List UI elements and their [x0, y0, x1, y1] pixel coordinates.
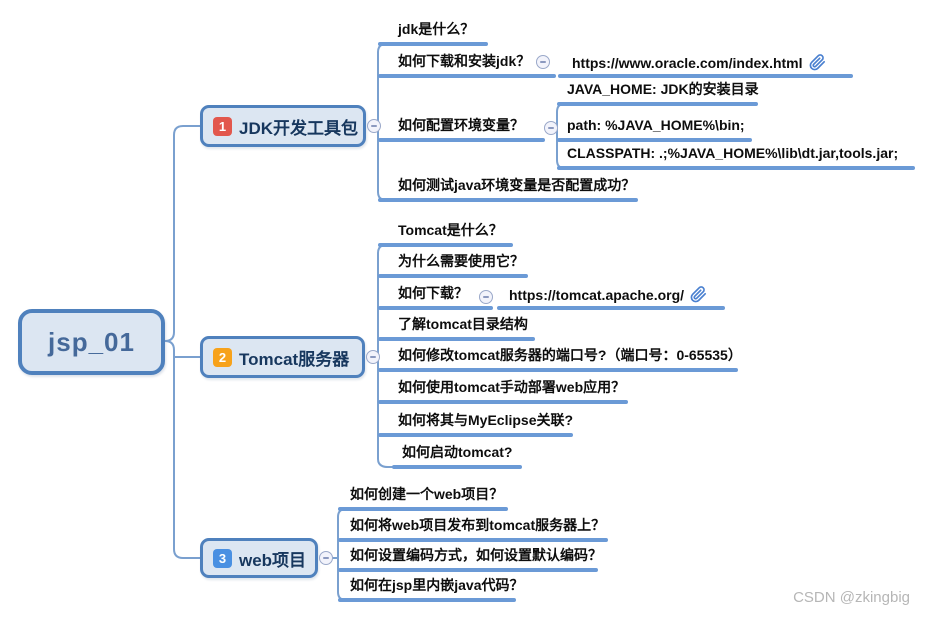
subtopic-tomcat-what[interactable]: Tomcat是什么？ — [378, 217, 513, 247]
root-topic[interactable]: jsp_01 — [18, 309, 165, 375]
subtopic-tomcat-dirs[interactable]: 了解tomcat目录结构 — [378, 311, 535, 341]
subtopic-tomcat-port[interactable]: 如何修改tomcat服务器的端口号?（端口号：0-65535） — [378, 342, 742, 372]
subtopic-web-publish[interactable]: 如何将web项目发布到tomcat服务器上？ — [338, 512, 608, 542]
collapse-icon[interactable] — [536, 55, 550, 69]
subtopic-jdk-install[interactable]: 如何下载和安装jdk？ — [378, 48, 556, 78]
subtopic-label: 为什么需要使用它？ — [398, 253, 524, 269]
subtopic-label: 如何使用tomcat手动部署web应用？ — [398, 379, 626, 395]
subtopic-label: 了解tomcat目录结构 — [398, 316, 528, 332]
collapse-icon[interactable] — [544, 121, 558, 135]
subtopic-tomcat-download[interactable]: 如何下载？ — [378, 280, 493, 310]
subtopic-tomcat-deploy[interactable]: 如何使用tomcat手动部署web应用？ — [378, 374, 628, 404]
collapse-icon[interactable] — [367, 119, 381, 133]
subtopic-label: 如何下载和安装jdk？ — [398, 53, 531, 69]
branch-webproject-label: web项目 — [239, 550, 307, 570]
subtopic-label: 如何修改tomcat服务器的端口号?（端口号：0-65535） — [398, 347, 742, 363]
branch-jdk-label: JDK开发工具包 — [239, 118, 359, 138]
subtopic-label: JAVA_HOME: JDK的安装目录 — [567, 81, 759, 97]
subtopic-tomcat-link[interactable]: https://tomcat.apache.org/ — [497, 280, 725, 310]
subtopic-classpath[interactable]: CLASSPATH: .;%JAVA_HOME%\lib\dt.jar,tool… — [557, 140, 915, 170]
root-topic-label: jsp_01 — [48, 326, 135, 357]
priority-2-badge: 2 — [213, 347, 232, 367]
watermark: CSDN @zkingbig — [793, 589, 910, 606]
subtopic-label: 如何在jsp里内嵌java代码？ — [350, 577, 524, 593]
subtopic-label: 如何设置编码方式，如何设置默认编码？ — [350, 547, 602, 563]
subtopic-tomcat-why[interactable]: 为什么需要使用它？ — [378, 248, 528, 278]
subtopic-web-embed-java[interactable]: 如何在jsp里内嵌java代码？ — [338, 572, 523, 602]
branch-webproject[interactable]: 3 web项目 — [200, 538, 318, 578]
priority-1-badge: 1 — [213, 116, 232, 136]
link-label: https://tomcat.apache.org/ — [509, 287, 685, 303]
collapse-icon[interactable] — [319, 551, 333, 565]
subtopic-label: 如何创建一个web项目？ — [350, 486, 504, 502]
subtopic-label: Tomcat是什么？ — [398, 222, 503, 238]
collapse-icon[interactable] — [366, 350, 380, 364]
subtopic-tomcat-start[interactable]: 如何启动tomcat? — [392, 439, 522, 469]
connector-root-branch3 — [164, 340, 201, 559]
paperclip-icon — [690, 285, 707, 302]
subtopic-jdk-what[interactable]: jdk是什么？ — [378, 16, 488, 46]
subtopic-oracle-link[interactable]: https://www.oracle.com/index.html — [558, 48, 853, 78]
branch-tomcat[interactable]: 2 Tomcat服务器 — [200, 336, 365, 378]
link-label: https://www.oracle.com/index.html — [572, 55, 803, 71]
subtopic-label: 如何将web项目发布到tomcat服务器上？ — [350, 517, 606, 533]
subtopic-label: CLASSPATH: .;%JAVA_HOME%\lib\dt.jar,tool… — [567, 145, 899, 161]
branch-jdk[interactable]: 1 JDK开发工具包 — [200, 105, 366, 147]
subtopic-label: path: %JAVA_HOME%\bin; — [567, 117, 745, 133]
priority-3-badge: 3 — [213, 548, 232, 568]
subtopic-web-create[interactable]: 如何创建一个web项目？ — [338, 481, 508, 511]
subtopic-label: 如何测试java环境变量是否配置成功？ — [398, 177, 636, 193]
collapse-icon[interactable] — [479, 290, 493, 304]
connector-root-branch1 — [164, 125, 201, 342]
subtopic-label: 如何配置环境变量？ — [398, 117, 524, 133]
subtopic-label: jdk是什么？ — [398, 21, 475, 37]
subtopic-env-vars[interactable]: 如何配置环境变量？ — [378, 112, 545, 142]
subtopic-label: 如何将其与MyEclipse关联? — [398, 412, 574, 428]
subtopic-label: 如何下载？ — [398, 285, 468, 301]
subtopic-path[interactable]: path: %JAVA_HOME%\bin; — [557, 112, 752, 142]
paperclip-icon — [809, 53, 825, 70]
subtopic-label: 如何启动tomcat? — [402, 444, 513, 460]
branch-tomcat-label: Tomcat服务器 — [239, 349, 350, 369]
subtopic-web-encoding[interactable]: 如何设置编码方式，如何设置默认编码？ — [338, 542, 602, 572]
subtopic-test-env[interactable]: 如何测试java环境变量是否配置成功？ — [378, 172, 638, 202]
subtopic-java-home[interactable]: JAVA_HOME: JDK的安装目录 — [557, 76, 759, 106]
subtopic-tomcat-myeclipse[interactable]: 如何将其与MyEclipse关联? — [378, 407, 573, 437]
